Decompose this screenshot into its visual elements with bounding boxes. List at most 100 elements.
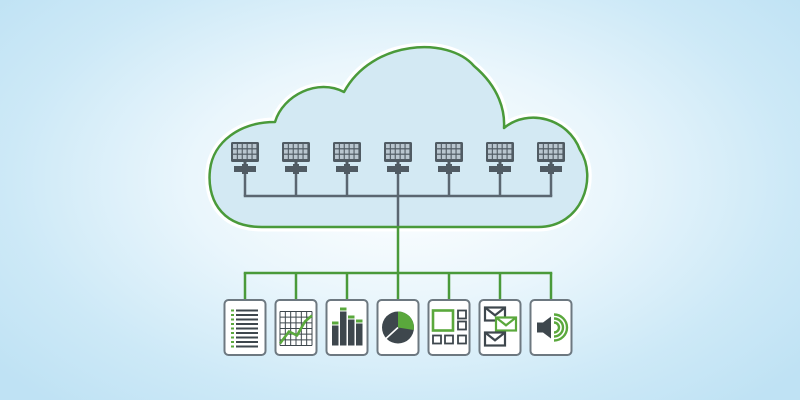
server-cell — [446, 144, 451, 149]
server-cell — [284, 149, 288, 154]
server-cell — [558, 149, 563, 154]
server-cell — [497, 149, 502, 154]
server-cell — [247, 149, 252, 154]
server-cell — [335, 154, 339, 159]
server-cell — [437, 149, 441, 154]
server-cell — [344, 144, 349, 149]
server-connector-hub — [395, 164, 401, 174]
server-cell — [400, 144, 405, 149]
list-line — [236, 309, 258, 312]
server-cell — [548, 149, 553, 154]
grid-tiles-icon — [431, 309, 467, 345]
server-cell — [553, 154, 558, 159]
list-bullet — [231, 309, 234, 312]
server-cell — [288, 144, 293, 149]
server-connector-hub — [548, 164, 554, 174]
server-connector-hub — [497, 164, 503, 174]
server-cell — [441, 144, 446, 149]
server-cell — [303, 144, 308, 149]
list-bullet — [231, 345, 234, 348]
server-cell — [446, 149, 451, 154]
server-cell — [386, 144, 390, 149]
server-cell — [349, 149, 354, 154]
tile-small — [457, 334, 467, 345]
server-cell — [242, 149, 247, 154]
server-cell — [400, 149, 405, 154]
list-line — [236, 323, 258, 325]
server-cell — [451, 154, 456, 159]
list-bullet — [231, 332, 234, 334]
speaker-icon — [537, 313, 569, 342]
server-cell — [507, 154, 512, 159]
cloud-outline — [208, 46, 589, 229]
server-cell — [247, 154, 252, 159]
server-cell — [553, 149, 558, 154]
server-cell — [233, 144, 237, 149]
server-cell — [395, 149, 400, 154]
server-cell — [354, 149, 359, 154]
server-cell — [492, 149, 497, 154]
server-cell — [539, 144, 543, 149]
server-cell — [437, 144, 441, 149]
bar-cap — [340, 307, 347, 311]
pie-chart-icon — [382, 311, 414, 344]
server-cell — [284, 154, 288, 159]
server-cell — [488, 154, 492, 159]
server-cell — [349, 154, 354, 159]
server-cell — [288, 149, 293, 154]
server-connector-hub — [446, 164, 452, 174]
server-cell — [354, 154, 359, 159]
bar — [356, 323, 363, 346]
list-bullet — [231, 318, 234, 321]
server-cell — [558, 144, 563, 149]
server-cell — [437, 154, 441, 159]
envelope-top-flap — [484, 306, 506, 317]
list-bullet — [231, 341, 234, 343]
pie-slice — [398, 311, 414, 331]
list-line — [236, 341, 258, 343]
server-cell — [339, 154, 344, 159]
bar-chart-icon — [332, 307, 363, 346]
server-cell — [344, 154, 349, 159]
server-node — [333, 142, 361, 196]
server-cell — [288, 154, 293, 159]
server-cell — [284, 144, 288, 149]
server-connector-hub — [242, 164, 248, 174]
server-cell — [344, 149, 349, 154]
server-cell — [558, 154, 563, 159]
app-tile — [325, 299, 369, 356]
server-node — [384, 142, 412, 196]
server-cell — [395, 154, 400, 159]
server-cell — [488, 144, 492, 149]
server-cell — [456, 154, 461, 159]
app-tile — [223, 299, 267, 356]
server-cell — [502, 144, 507, 149]
sound-wave — [553, 313, 569, 342]
server-cell — [298, 149, 303, 154]
list-bullet — [231, 314, 234, 316]
server-cell — [497, 144, 502, 149]
server-cell — [405, 154, 410, 159]
server-cell — [293, 144, 298, 149]
server-node — [231, 142, 259, 196]
app-tile-row — [223, 271, 573, 356]
server-cell — [303, 154, 308, 159]
server-cell — [293, 154, 298, 159]
list-bullet — [231, 323, 234, 325]
server-cell — [548, 154, 553, 159]
envelope-bottom-flap — [484, 331, 506, 342]
server-node — [282, 142, 310, 196]
server-cell — [242, 144, 247, 149]
server-cell — [390, 144, 395, 149]
server-cell — [252, 149, 257, 154]
app-tile — [529, 299, 573, 356]
server-cell — [298, 154, 303, 159]
server-cell — [339, 149, 344, 154]
bar — [340, 311, 347, 346]
tile-large — [431, 309, 455, 332]
server-cell — [335, 144, 339, 149]
server-cell — [298, 144, 303, 149]
server-cell — [497, 154, 502, 159]
bar — [332, 325, 339, 346]
list-line — [236, 345, 258, 348]
